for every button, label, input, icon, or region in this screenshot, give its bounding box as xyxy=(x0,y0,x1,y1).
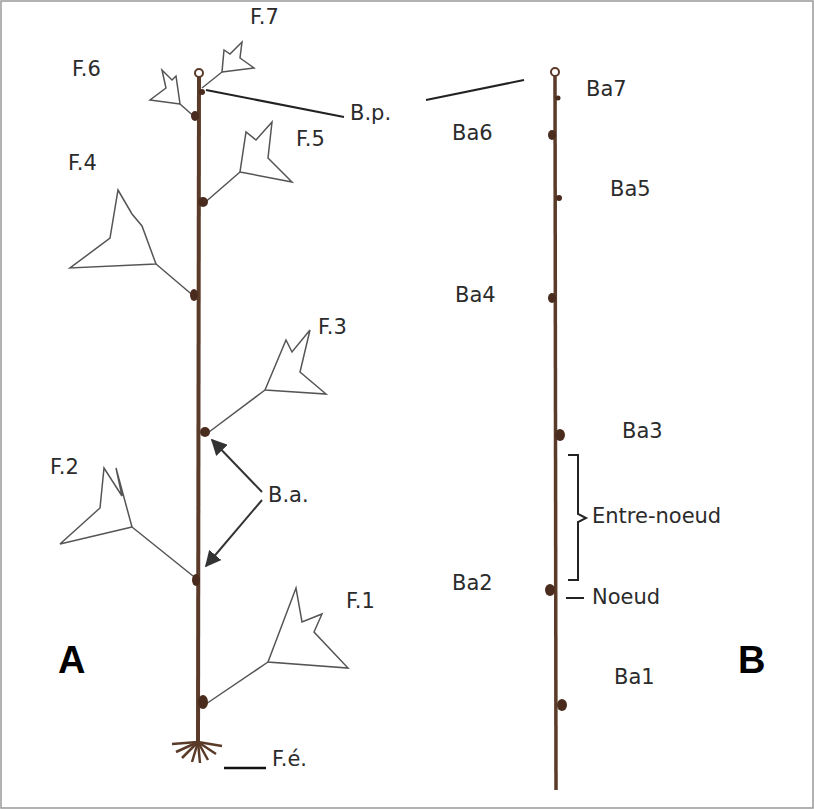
part-label: F.3 xyxy=(318,316,347,339)
part-label: F.2 xyxy=(50,456,79,479)
part-label: F.é. xyxy=(272,748,307,771)
part-label: B.p. xyxy=(350,102,391,125)
axillary-buds xyxy=(545,96,567,712)
callout-arrows xyxy=(206,440,262,566)
part-label: Ba2 xyxy=(452,572,493,595)
part-label: F.1 xyxy=(346,590,375,613)
part-label: Noeud xyxy=(592,586,660,609)
axillary-buds xyxy=(190,89,210,709)
part-label: Ba1 xyxy=(614,666,655,689)
part-label: Entre-noeud xyxy=(592,505,721,528)
terminal-bud xyxy=(195,69,203,77)
part-label: F.7 xyxy=(250,6,279,29)
terminal-bud xyxy=(551,68,559,76)
stem xyxy=(198,76,199,745)
part-label: Ba5 xyxy=(610,178,651,201)
part-label: Ba4 xyxy=(455,284,496,307)
part-label: F.5 xyxy=(296,128,325,151)
part-label: Ba7 xyxy=(586,78,627,101)
leaves xyxy=(60,42,348,708)
part-label: Ba6 xyxy=(452,122,493,145)
leader-line xyxy=(566,597,584,599)
part-label: B.a. xyxy=(268,484,309,507)
panel-letter: A xyxy=(58,640,85,682)
leader-line xyxy=(224,767,266,770)
roots xyxy=(172,742,222,763)
bracket xyxy=(568,455,586,580)
panel-letter: B xyxy=(738,640,765,682)
part-label: F.6 xyxy=(72,58,101,81)
part-label: Ba3 xyxy=(622,420,663,443)
part-label: F.4 xyxy=(68,152,97,175)
